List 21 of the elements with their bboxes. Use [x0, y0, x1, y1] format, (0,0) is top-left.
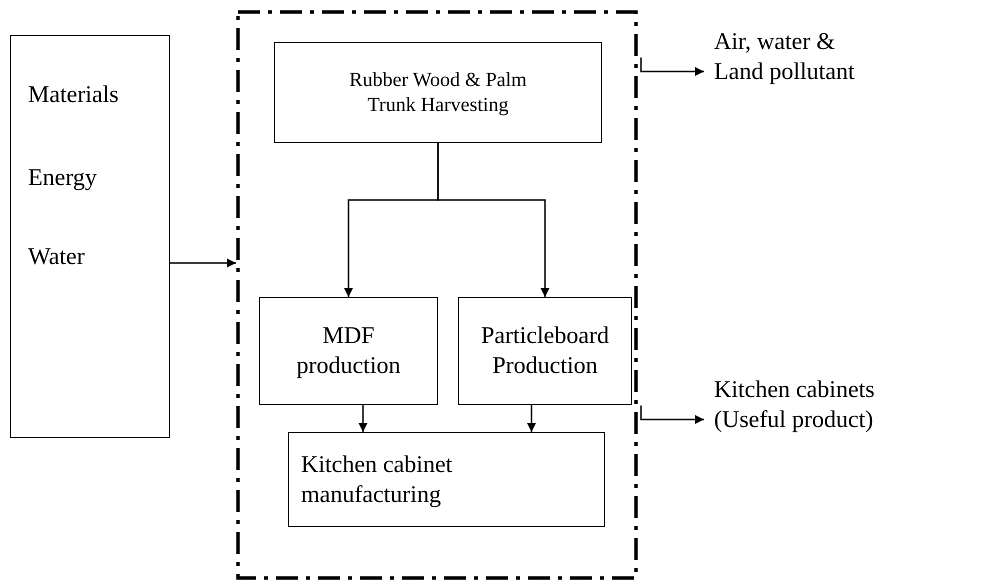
- arrow: [640, 406, 704, 424]
- process-box: [288, 432, 605, 527]
- arrow: [640, 58, 704, 76]
- process-label: MDF production: [296, 322, 402, 381]
- arrow: [170, 258, 236, 268]
- arrow: [437, 143, 550, 297]
- input-label: Water: [28, 243, 85, 272]
- process-box: [458, 297, 632, 405]
- input-box: [10, 35, 170, 438]
- system-boundary: [236, 10, 638, 580]
- process-box: [259, 297, 438, 405]
- input-label: Energy: [28, 164, 97, 193]
- input-label: Materials: [28, 81, 119, 110]
- process-label: Kitchen cabinet manufacturing: [300, 450, 454, 510]
- output-label: Kitchen cabinets (Useful product): [713, 376, 876, 435]
- arrow: [527, 405, 536, 432]
- process-box: [274, 42, 602, 143]
- arrow: [358, 405, 368, 432]
- process-label: Particleboard Production: [480, 322, 610, 381]
- process-label: Rubber Wood & Palm Trunk Harvesting: [348, 68, 528, 118]
- output-label: Air, water & Land pollutant: [713, 28, 856, 87]
